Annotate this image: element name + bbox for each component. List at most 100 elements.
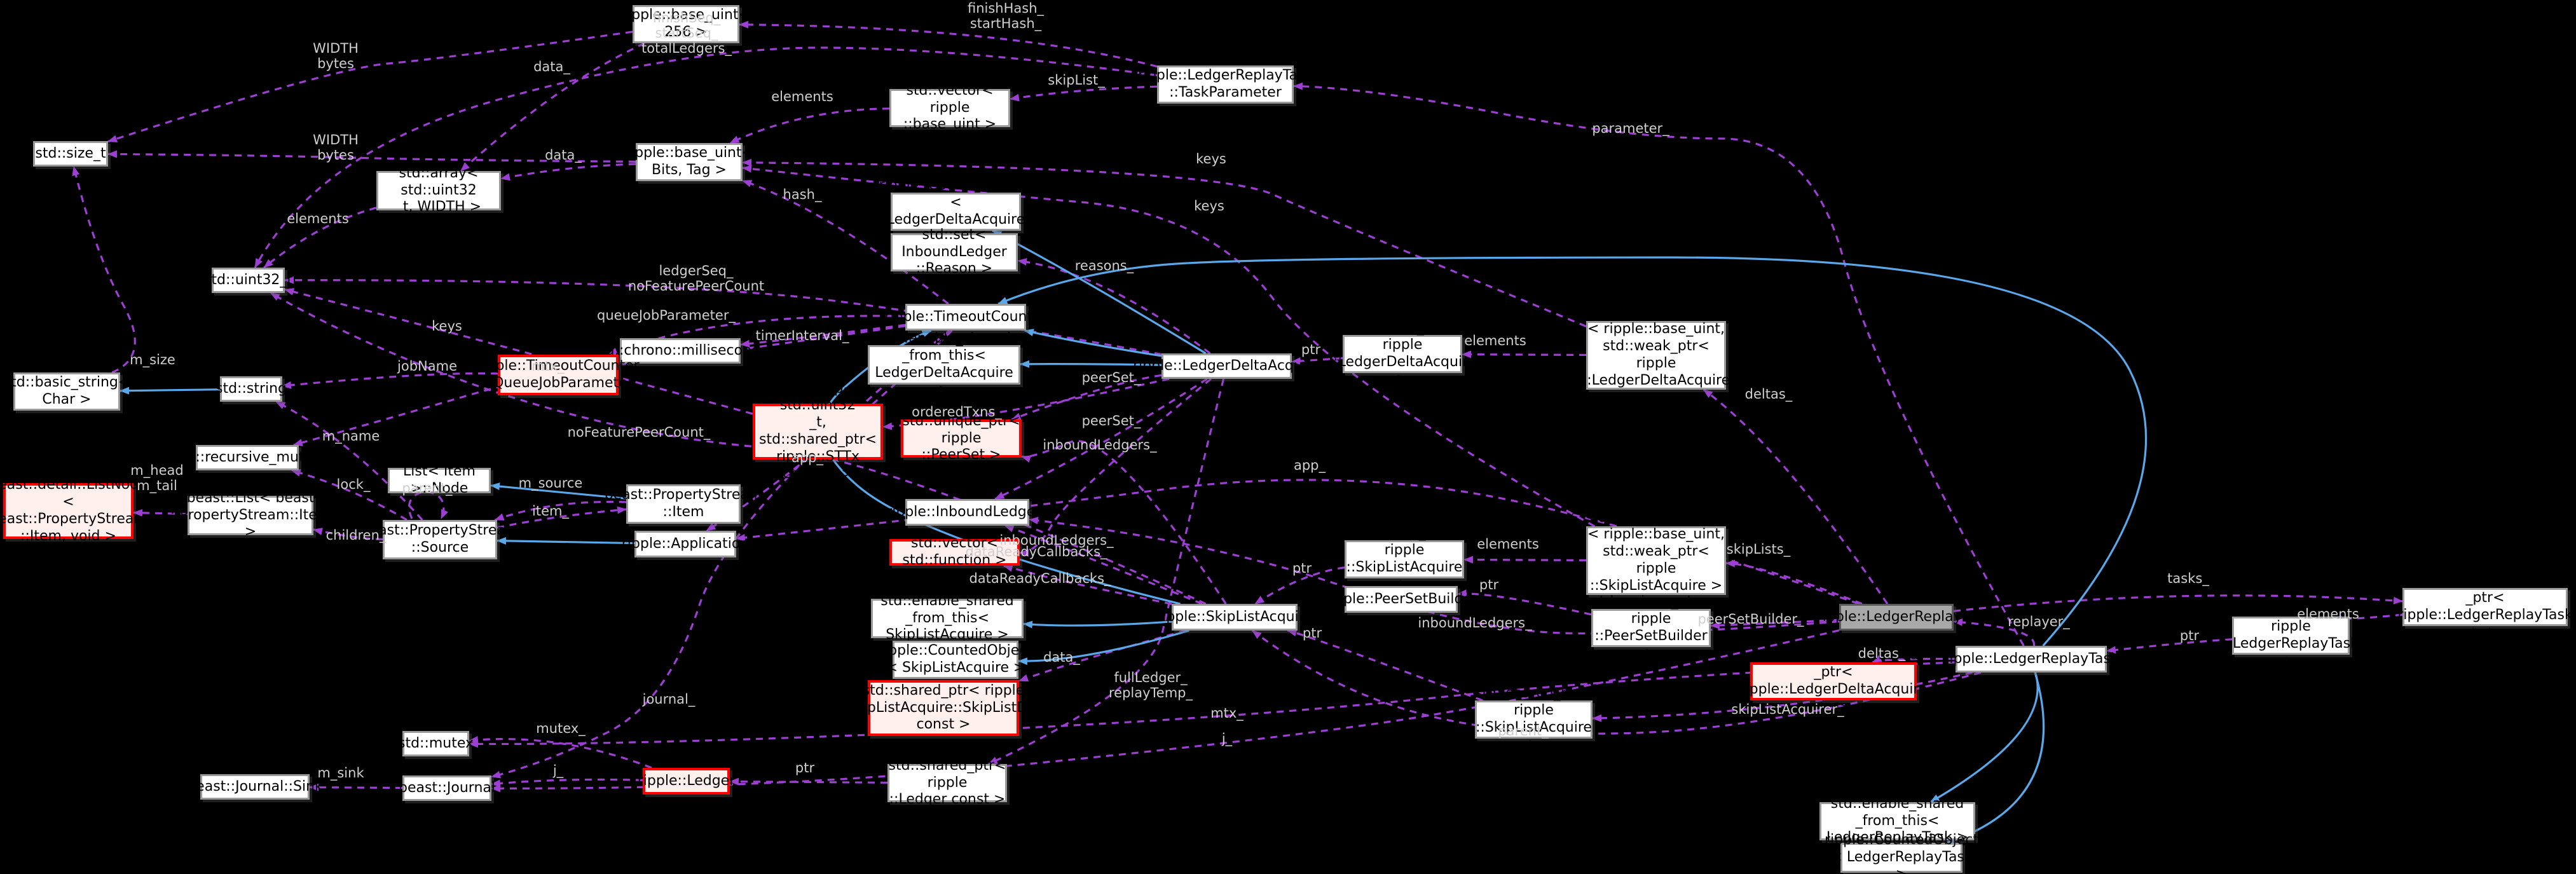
edge-lrt-counted_lrt	[1945, 672, 2045, 844]
node-unique_peerset[interactable]: std::unique_ptr< ripple ::PeerSet >	[901, 413, 1022, 463]
edge-lda-timeout	[1024, 329, 1162, 357]
node-lda[interactable]: ripple::LedgerDeltaAcquire	[1133, 353, 1320, 379]
edge-ledger-mutex	[469, 735, 652, 769]
node-lrt[interactable]: ripple::LedgerReplayTask	[1943, 646, 2119, 673]
node-prop_item[interactable]: beast::PropertyStream ::Item	[605, 484, 762, 524]
node-uint32[interactable]: std::uint32_t	[204, 268, 292, 293]
node-enable_sla[interactable]: std::enable_shared _from_this< SkipListA…	[871, 593, 1024, 643]
edge-basic_string-size_t	[72, 166, 136, 374]
node-enable_lrt[interactable]: std::enable_shared _from_this< LedgerRep…	[1819, 796, 1975, 845]
node-shared_lrt[interactable]: std::shared_ptr< ripple ::LedgerReplayTa…	[2223, 601, 2359, 669]
node-list_node[interactable]: List< Item >::Node	[388, 463, 491, 496]
edge-qjp-string	[282, 372, 498, 389]
node-shared_sla[interactable]: std::shared_ptr< ripple ::SkipListAcquir…	[1475, 685, 1593, 753]
edge-ledger-journal	[491, 778, 643, 788]
edge-lrt-enable_lrt	[1929, 672, 2039, 803]
node-rec_mutex[interactable]: std::recursive_mutex	[174, 445, 321, 470]
node-base_bits[interactable]: ripple::base_uint< Bits, Tag >	[625, 143, 753, 181]
edge-lrt-mutex	[469, 661, 1956, 748]
node-sla[interactable]: ripple::SkipListAcquire	[1156, 604, 1313, 631]
edge-task_param-vec_base	[1010, 85, 1158, 102]
node-shared_skipdata[interactable]: std::shared_ptr< ripple ::SkipListAcquir…	[837, 680, 1050, 736]
node-map_sttx[interactable]: std::map< std::uint32 _t, std::shared_pt…	[753, 381, 883, 482]
edge-sla-unique_peerset	[1021, 440, 1227, 604]
node-array_u32[interactable]: std::array< std::uint32 _t, WIDTH >	[376, 165, 501, 215]
node-string[interactable]: std::string	[216, 376, 287, 402]
edge-umap_sla-weak_sla	[1463, 556, 1587, 564]
node-psb[interactable]: ripple::PeerSetBuilder	[1325, 586, 1477, 613]
edge-timeout-base_bits	[742, 179, 949, 305]
edge-prop_source-prop_item	[497, 506, 627, 529]
node-replayer[interactable]: ripple::LedgerReplayer	[1817, 604, 1976, 631]
node-inbound[interactable]: ripple::InboundLedgers	[886, 499, 1048, 526]
node-umap_lda[interactable]: std::unordered_map < ripple::base_uint, …	[1582, 304, 1730, 406]
edge-task_param-base256	[739, 20, 1158, 68]
node-set_reason[interactable]: std::set< InboundLedger ::Reason >	[891, 227, 1018, 277]
node-chrono_ms[interactable]: std::chrono::milliseconds	[593, 338, 767, 364]
edge-weak_lda-lda	[1291, 357, 1343, 365]
edge-timeout-rec_mutex	[292, 325, 906, 447]
edge-prop_source-beast_list	[313, 528, 383, 540]
edge-base256-array_u32	[460, 42, 645, 172]
edge-beast_list-listnode_detail	[133, 509, 188, 517]
edge-umap_lda-weak_lda	[1462, 350, 1587, 358]
node-counted_lda[interactable]: ripple::CountedObject < LedgerDeltaAcqui…	[879, 177, 1032, 244]
node-counted_sla[interactable]: ripple::CountedObject < SkipListAcquire …	[879, 641, 1032, 679]
node-journal_sink[interactable]: beast::Journal::Sink	[187, 774, 323, 800]
edge-sla-enable_sla	[1023, 620, 1172, 629]
edge-sla-vec_func	[1003, 564, 1172, 605]
edge-lrt-shared_sla	[1592, 671, 1973, 722]
node-vec_shared_lrt[interactable]: std::vector< std::shared _ptr< ripple::L…	[2397, 573, 2573, 640]
edge-lrt-vec_shared_lda	[1872, 655, 1956, 664]
edge-lda-inbound	[994, 378, 1208, 500]
edge-replayer-vec_shared_lrt	[1953, 594, 2403, 612]
node-vec_func[interactable]: std::vector< std::function >	[889, 535, 1020, 568]
edge-lda-counted_lda	[992, 229, 1207, 355]
edge-lrt-replayer	[1953, 618, 2035, 646]
edge-replayer-unique_psb	[1710, 618, 1840, 629]
edge-base_bits-size_t	[107, 150, 636, 163]
edge-timeout-chrono_ms	[740, 324, 906, 348]
edge-base_bits-array_u32	[500, 163, 636, 181]
edge-map_sttx-uint32	[284, 288, 753, 415]
node-application[interactable]: ripple::Application	[622, 531, 749, 557]
node-basic_string[interactable]: std::basic_string< Char >	[4, 372, 130, 411]
node-enable_lda[interactable]: std::enable_shared _from_this< LedgerDel…	[868, 331, 1020, 398]
node-timeout[interactable]: ripple::TimeoutCounter	[884, 304, 1047, 331]
node-weak_sla[interactable]: std::weak_ptr< ripple ::SkipListAcquire …	[1345, 525, 1464, 592]
edge-shared_sla-sla	[1287, 629, 1483, 702]
edge-unique_psb-psb	[1457, 589, 1592, 616]
node-vec_base[interactable]: std::vector< ripple ::base_uint >	[889, 83, 1010, 132]
node-beast_list[interactable]: beast::List< beast ::PropertyStream::Ite…	[170, 489, 331, 540]
edge-lda-vec_func	[1019, 378, 1212, 557]
edge-sla-counted_sla	[1018, 629, 1189, 666]
node-journal[interactable]: beast::Journal	[399, 775, 495, 801]
node-ledger[interactable]: ripple::Ledger	[638, 768, 735, 795]
node-listnode_detail[interactable]: beast::detail::ListNode < beast::Propert…	[0, 477, 147, 544]
edge-replayer-journal	[491, 629, 1840, 793]
edge-task_param-uint32	[254, 46, 1158, 268]
edge-application-prop_source	[497, 536, 635, 545]
node-vec_shared_lda[interactable]: std::vector< std::shared _ptr< ripple::L…	[1739, 647, 1928, 714]
edge-lrt-task_param	[1293, 82, 2025, 646]
node-unique_psb[interactable]: std::unique_ptr< ripple ::PeerSetBuilder…	[1591, 594, 1711, 661]
node-shared_ledger[interactable]: std::shared_ptr< ripple ::Ledger const >	[887, 757, 1007, 808]
node-qjp[interactable]: ripple::TimeoutCounter ::QueueJobParamet…	[477, 355, 640, 395]
edge-string-basic_string	[120, 386, 221, 395]
node-base256[interactable]: ripple::base_uint< 256 >	[622, 5, 750, 43]
edge-vec_base-base_bits	[729, 107, 890, 144]
node-size_t[interactable]: std::size_t	[33, 141, 108, 167]
node-task_param[interactable]: ripple::LedgerReplayTask ::TaskParameter	[1138, 65, 1313, 104]
node-counted_lrt[interactable]: ripple::CountedObject < LedgerReplayTask…	[1825, 832, 1978, 874]
edge-replayer-umap_lda	[1702, 388, 1889, 604]
edge-replayer-umap_sla	[1725, 559, 1863, 605]
edge-umap_lda-base_bits	[742, 158, 1587, 327]
node-mutex[interactable]: std::mutex	[398, 731, 474, 756]
edge-lrt-timeout	[997, 256, 2148, 647]
node-umap_sla[interactable]: std::unordered_map < ripple::base_uint, …	[1585, 509, 1727, 611]
edge-shared_lrt-lrt	[2106, 638, 2233, 654]
node-weak_lda[interactable]: std::weak_ptr< ripple ::LedgerDeltaAcqui…	[1328, 320, 1477, 387]
edge-prop_source-rec_mutex	[291, 469, 408, 521]
node-prop_source[interactable]: beast::PropertyStream ::Source	[361, 520, 519, 559]
